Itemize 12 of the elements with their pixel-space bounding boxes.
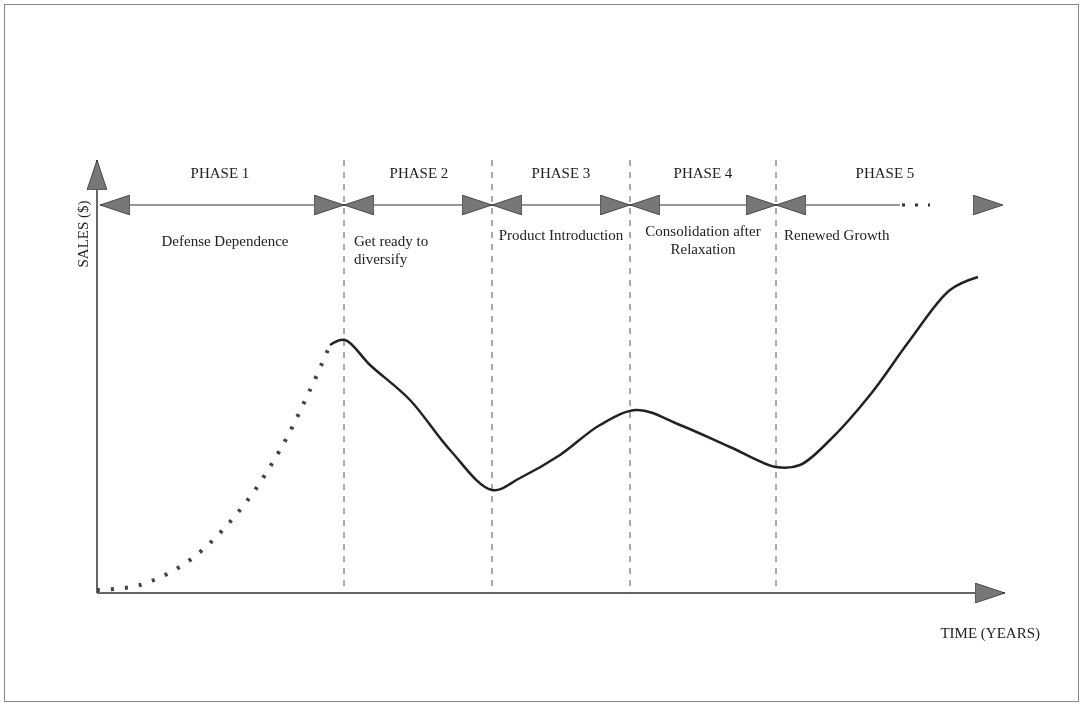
phase-description: Product Introduction	[497, 226, 625, 244]
axis-label: TIME (YEARS)	[939, 624, 1040, 642]
phase-label: PHASE 4	[672, 164, 734, 182]
phase-description: Renewed Growth	[784, 226, 891, 244]
phase-label: PHASE 3	[530, 164, 592, 182]
phase-label: PHASE 1	[189, 164, 251, 182]
axis-label: SALES ($)	[74, 199, 92, 270]
phase-description: Defense Dependence	[160, 232, 290, 250]
phase-label: PHASE 5	[854, 164, 916, 182]
phase-description: Get ready to diversify	[354, 232, 430, 268]
phase-description: Consolidation after Relaxation	[644, 222, 762, 258]
phase-label: PHASE 2	[388, 164, 450, 182]
